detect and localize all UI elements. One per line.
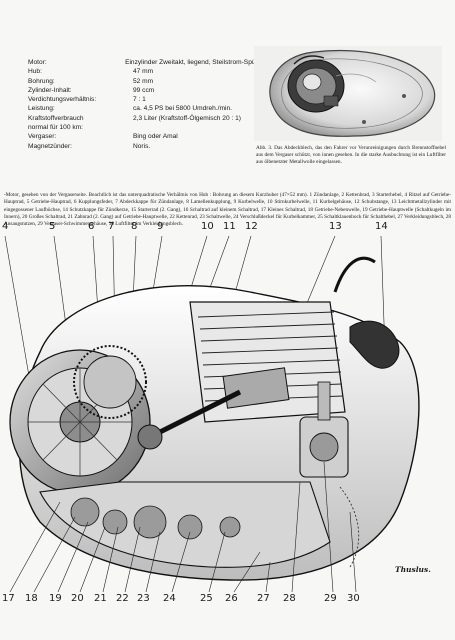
callout-number: 30 — [347, 593, 360, 604]
spec-label: Hub: — [28, 68, 42, 76]
spec-value: 2,3 Liter (Kraftstoff-Ölgemisch 20 : 1) — [133, 114, 241, 122]
spec-value — [133, 123, 268, 132]
callout-number: 25 — [200, 593, 213, 604]
callout-number: 21 — [94, 593, 107, 604]
callout-number: 22 — [116, 593, 129, 604]
spec-value: 7 : 1 — [133, 96, 146, 104]
callout-number: 17 — [2, 593, 15, 604]
spec-row: Vergaser: Bing oder Amal — [28, 132, 268, 141]
spec-row: Leistung: ca. 4,5 PS bei 5800 Umdreh./min… — [28, 104, 268, 113]
spec-label: Vergaser: — [28, 133, 57, 141]
spec-label: normal für 100 km: — [28, 124, 83, 132]
spec-value: 47 mm — [133, 68, 154, 76]
callout-number: 28 — [283, 593, 296, 604]
spec-row: Zylinder-Inhalt: 99 ccm — [28, 86, 268, 95]
callout-numbers-bottom: 17 18 19 20 21 22 23 24 25 26 27 28 29 3… — [0, 593, 455, 609]
callout-number: 11 — [223, 221, 236, 232]
spec-label: Verdichtungsverhältnis: — [28, 96, 97, 104]
callout-number: 27 — [257, 593, 270, 604]
spec-row: Hub: 47 mm — [28, 67, 268, 76]
spec-value: 52 mm — [133, 77, 154, 85]
spec-value: Einzylinder Zweitakt, liegend, Steilstro… — [125, 59, 268, 66]
callout-number: 20 — [71, 593, 84, 604]
spec-row: normal für 100 km: — [28, 123, 268, 132]
callout-number: 7 — [108, 221, 115, 232]
spec-value: Noris. — [133, 142, 151, 150]
spec-row: Bohrung: 52 mm — [28, 77, 268, 86]
callout-number: 9 — [157, 221, 164, 232]
callout-number: 4 — [2, 221, 9, 232]
callout-number: 14 — [375, 221, 388, 232]
callout-number: 8 — [131, 221, 138, 232]
callout-number: 12 — [245, 221, 258, 232]
spec-label: Bohrung: — [28, 77, 55, 85]
callout-number: 6 — [88, 221, 95, 232]
spec-value: ca. 4,5 PS bei 5800 Umdreh./min. — [133, 105, 232, 113]
spec-label: Kraftstoffverbrauch — [28, 114, 84, 122]
callout-number: 23 — [137, 593, 150, 604]
spec-label: Zylinder-Inhalt: — [28, 86, 72, 94]
spec-row: Kraftstoffverbrauch 2,3 Liter (Kraftstoff… — [28, 114, 268, 123]
callout-numbers-top: 4 5 6 7 8 9 10 11 12 13 14 — [0, 221, 455, 237]
spec-value: 99 ccm — [133, 86, 155, 94]
spec-table: Motor: Einzylinder Zweitakt, liegend, Ste… — [28, 58, 268, 151]
spec-value: Bing oder Amal — [133, 133, 178, 141]
spec-row: Magnetzünder: Noris. — [28, 142, 268, 151]
cover-plate-photo — [254, 46, 442, 141]
engine-cutaway-drawing — [4, 235, 420, 593]
figure-legend: -Motor, gesehen von der Vergaserseite. B… — [4, 192, 451, 228]
callout-number: 29 — [324, 593, 337, 604]
artist-signature: Thuslus. — [395, 565, 431, 574]
spec-label: Magnetzünder: — [28, 142, 72, 150]
callout-number: 13 — [329, 221, 342, 232]
callout-number: 26 — [225, 593, 238, 604]
spec-label: Leistung: — [28, 105, 55, 113]
callout-number: 24 — [163, 593, 176, 604]
callout-number: 18 — [25, 593, 38, 604]
photo-caption: Abb. 3. Das Abdeckblech, das den Fahrer … — [256, 145, 446, 165]
callout-number: 10 — [201, 221, 214, 232]
spec-row: Verdichtungsverhältnis: 7 : 1 — [28, 95, 268, 104]
spec-label: Motor: — [28, 59, 47, 66]
callout-number: 5 — [49, 221, 56, 232]
callout-number: 19 — [49, 593, 62, 604]
spec-row: Motor: Einzylinder Zweitakt, liegend, Ste… — [28, 58, 268, 67]
